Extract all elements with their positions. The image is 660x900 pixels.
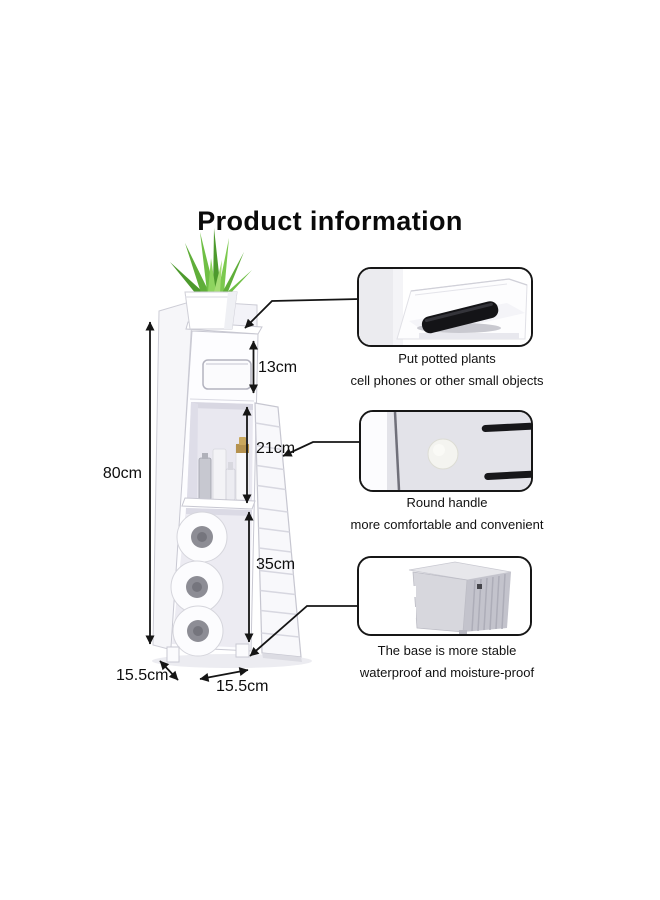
toilet-paper-rolls — [170, 511, 228, 657]
caption-line: cell phones or other small objects — [350, 373, 544, 388]
callout-box-handle — [359, 410, 533, 492]
middle-shelf-board — [181, 497, 256, 510]
connector-top-shelf — [244, 298, 361, 329]
door-slats — [481, 422, 531, 480]
connector-base — [249, 605, 360, 657]
callout-caption-handle: Round handle more comfortable and conven… — [342, 492, 552, 536]
arrow-depth-15-5cm — [159, 660, 179, 681]
page-title: Product information — [197, 206, 463, 236]
dimension-label-depth: 15.5cm — [116, 667, 169, 684]
potted-plant — [170, 228, 252, 330]
callout-caption-top-shelf: Put potted plants cell phones or other s… — [342, 348, 552, 392]
connector-handle — [282, 441, 360, 457]
cabinet-drawing — [152, 300, 312, 668]
cabinet-foot — [235, 643, 250, 658]
caption-line: The base is more stable — [377, 643, 517, 658]
caption-line: more comfortable and convenient — [350, 517, 544, 532]
caption-line: Round handle — [406, 495, 488, 510]
cabinet-base-photo — [359, 558, 530, 634]
slatted-door — [254, 402, 302, 662]
callout-box-top-shelf — [357, 267, 533, 347]
round-handle-photo — [361, 412, 531, 490]
arrow-width-15-5cm — [199, 667, 249, 682]
base-front-face — [412, 571, 468, 633]
caption-line: Put potted plants — [398, 351, 496, 366]
cabinet-foot — [166, 646, 180, 663]
smartphone — [421, 301, 499, 334]
door-edge-line — [393, 412, 401, 490]
dimension-label-middle-section: 21cm — [256, 440, 296, 457]
dimension-label-top-section: 13cm — [258, 359, 298, 376]
dimension-arrows — [145, 321, 258, 682]
dimension-label-width: 15.5cm — [216, 678, 269, 695]
dimension-label-bottom-section: 35cm — [256, 556, 296, 573]
callout-box-base — [357, 556, 532, 636]
dimension-label-total-height: 80cm — [102, 465, 142, 482]
callout-connector-lines — [244, 298, 361, 657]
caption-line: waterproof and moisture-proof — [359, 665, 535, 680]
callout-caption-base: The base is more stable waterproof and m… — [342, 640, 552, 684]
top-shelf-photo — [359, 269, 531, 345]
